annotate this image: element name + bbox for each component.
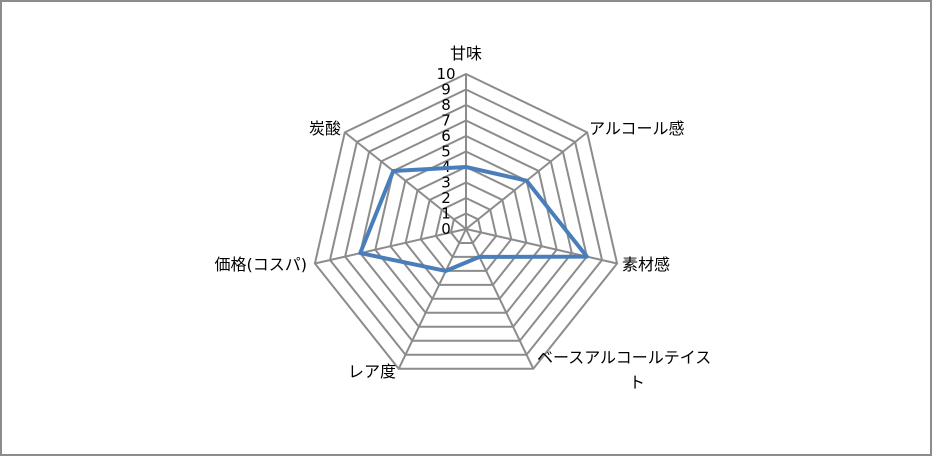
tick-label: 6 bbox=[441, 127, 451, 145]
grid-ring bbox=[434, 196, 498, 258]
axis-label-alcohol-feel: アルコール感 bbox=[589, 119, 685, 138]
tick-label: 7 bbox=[441, 112, 451, 130]
axis-spoke bbox=[465, 228, 535, 370]
grid-ring bbox=[389, 150, 543, 300]
grid-ring bbox=[313, 72, 619, 370]
tick-label: 1 bbox=[441, 205, 451, 223]
tick-label: 3 bbox=[441, 174, 451, 192]
tick-label: 9 bbox=[441, 81, 451, 99]
axis-label-sweetness: 甘味 bbox=[450, 44, 482, 63]
grid-ring bbox=[328, 88, 604, 356]
tick-label: 0 bbox=[441, 220, 451, 238]
tick-label: 10 bbox=[436, 65, 455, 83]
grid-ring bbox=[374, 134, 558, 314]
grid-ring bbox=[344, 103, 588, 342]
axis-spoke bbox=[465, 228, 618, 265]
tick-label: 8 bbox=[441, 96, 451, 114]
axis-label-ingredient-feel: 素材感 bbox=[622, 255, 670, 274]
axis-label-base-alcohol-taste-wrap: ト bbox=[629, 373, 645, 392]
axis-label-price-value: 価格(コスパ) bbox=[215, 255, 308, 274]
radar-spokes bbox=[314, 74, 618, 370]
axis-spoke bbox=[397, 228, 467, 370]
grid-ring bbox=[449, 212, 483, 244]
radar-grid bbox=[313, 72, 619, 370]
axis-label-rarity: レア度 bbox=[348, 362, 396, 381]
axis-spoke bbox=[344, 131, 467, 230]
grid-ring bbox=[359, 119, 573, 328]
grid-ring bbox=[419, 181, 513, 272]
axis-spoke bbox=[314, 228, 467, 265]
tick-label: 5 bbox=[441, 143, 451, 161]
series-line bbox=[358, 165, 589, 273]
grid-ring bbox=[404, 165, 528, 286]
axis-label-base-alcohol-taste: ベースアルコールテイス bbox=[537, 348, 711, 367]
tick-label: 2 bbox=[441, 189, 451, 207]
axis-label-carbonation: 炭酸 bbox=[309, 119, 341, 138]
data-series bbox=[358, 165, 589, 273]
